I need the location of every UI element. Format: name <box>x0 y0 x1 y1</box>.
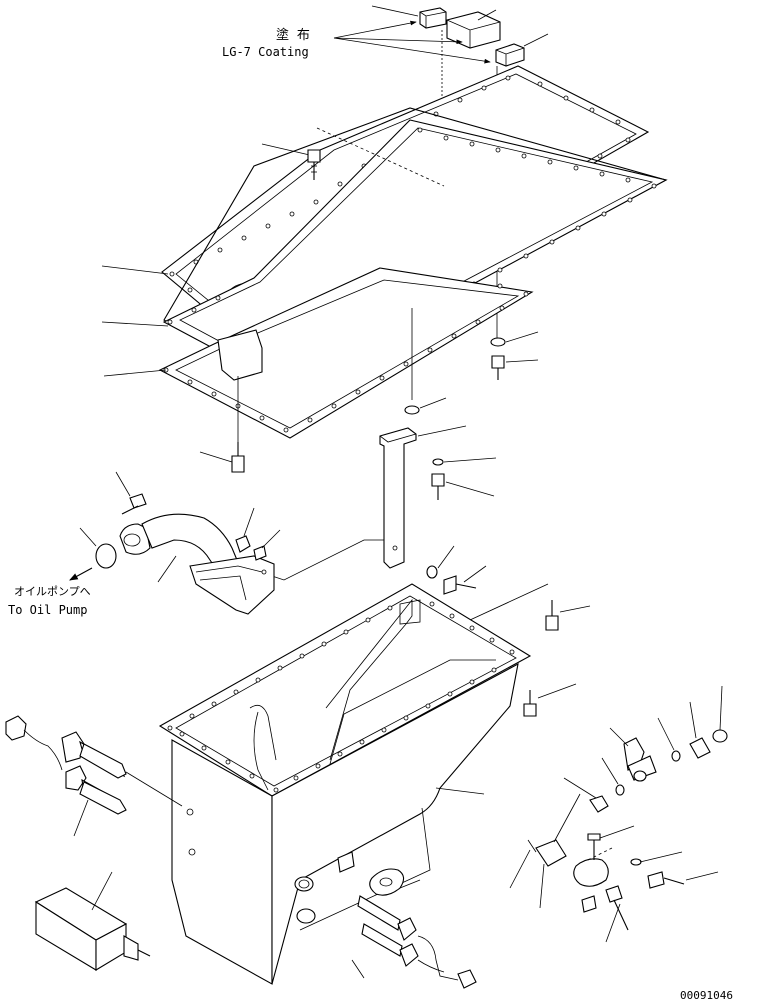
plate-leaders <box>101 127 445 377</box>
bolt-pipe <box>115 471 147 515</box>
coating-label-jp: 塗 布 <box>276 27 310 43</box>
washer-bracket <box>432 457 497 466</box>
bolt-horizontal <box>443 565 487 595</box>
suction-pipe <box>119 513 275 615</box>
fitting-right-cluster <box>509 685 728 943</box>
o-ring <box>79 527 117 569</box>
bracket <box>379 425 467 569</box>
arrow-to-oil-pump <box>69 567 93 581</box>
bolt-top-left <box>307 149 321 180</box>
drawing-number: 00091046 <box>680 989 733 1002</box>
coating-label-en: LG-7 Coating <box>222 45 309 59</box>
bolt-pan-right-1 <box>545 600 591 631</box>
oil-pan <box>158 583 532 985</box>
coating-blocks <box>333 5 549 340</box>
bolt-bracket <box>431 473 495 500</box>
oil-pump-label-en: To Oil Pump <box>8 603 87 617</box>
gasket-bottom <box>158 267 534 439</box>
heater-right <box>351 895 477 989</box>
washer-pipe <box>253 529 281 561</box>
bolt-pan-right-2 <box>523 683 577 717</box>
washer-center <box>404 308 447 415</box>
heater-left <box>5 715 183 837</box>
bolt-center-left <box>199 376 245 473</box>
oil-pump-label-jp: オイルポンプへ <box>14 585 91 598</box>
washer-right-top <box>490 331 539 347</box>
nut-pipe <box>235 507 255 553</box>
bolt-right-top <box>491 355 539 380</box>
washer-small <box>426 545 455 579</box>
heater-box <box>34 871 151 971</box>
